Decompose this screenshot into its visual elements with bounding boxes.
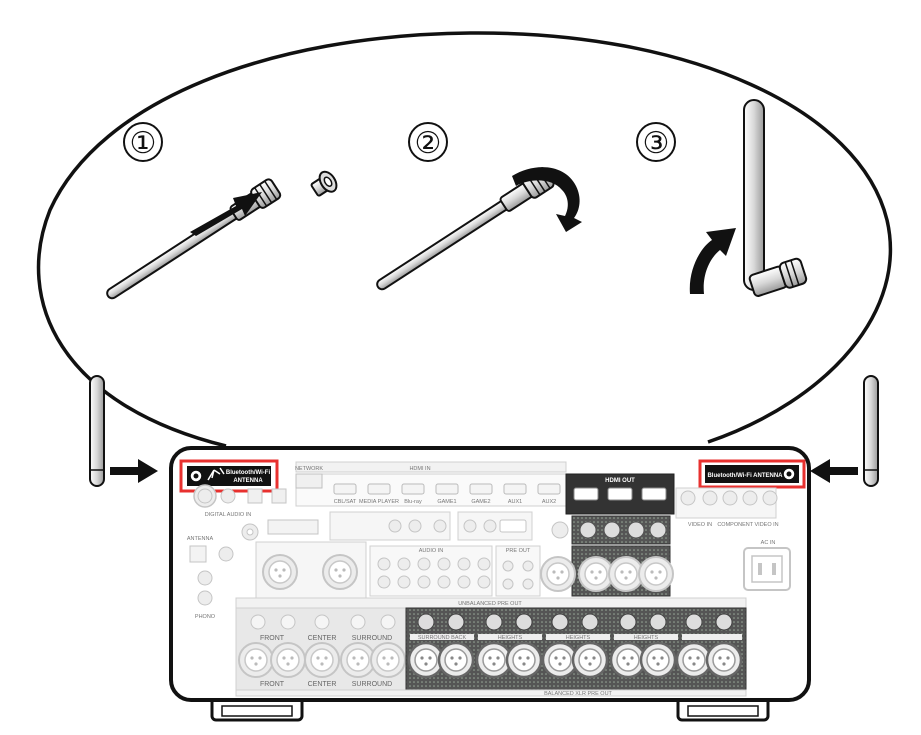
bottom-pre-out: UNBALANCED PRE OUT FRONT CENTER SURROUND… (235, 597, 747, 697)
center-label-bottom: CENTER (308, 681, 337, 688)
step-3: ③ (636, 122, 676, 162)
hdmi-input-label-1: CBL/SAT (334, 499, 357, 505)
video-inputs: VIDEO IN COMPONENT VIDEO IN (675, 487, 779, 528)
right-antenna (863, 375, 879, 487)
heights-label-1: HEIGHTS (498, 635, 523, 641)
bluetooth-wifi-icon (207, 467, 225, 481)
phono-label: PHONO (195, 614, 216, 620)
hdmi-input-label-4: GAME1 (437, 499, 456, 505)
heights-label-2: HEIGHTS (566, 635, 591, 641)
step-1: ① (123, 122, 163, 162)
receiver-back-panel: HDMI IN NETWORK CBL/SAT MEDIA PLAYER Blu… (169, 446, 811, 722)
rotate-arrow-icon (512, 167, 582, 232)
surround-label-top: SURROUND (352, 635, 392, 642)
step-3-antenna (743, 99, 808, 297)
insert-arrow-icon (190, 192, 262, 236)
video-in-label: VIDEO IN (688, 522, 712, 528)
balanced-pre-out-label: BALANCED XLR PRE OUT (544, 691, 612, 697)
step-1-antenna (106, 178, 282, 300)
heights-label-3: HEIGHTS (634, 635, 659, 641)
component-video-in-label: COMPONENT VIDEO IN (717, 522, 778, 528)
digital-audio-in-label: DIGITAL AUDIO IN (205, 512, 251, 518)
left-antenna-label-line2: ANTENNA (233, 478, 263, 484)
front-label-top: FRONT (260, 635, 285, 642)
right-attach-arrow-icon (810, 459, 858, 483)
audio-in-label: AUDIO IN (419, 548, 443, 554)
callout-bubble-outline (36, 31, 893, 448)
left-antenna (89, 375, 105, 487)
step-1-number: ① (130, 126, 157, 161)
ac-in-label: AC IN (761, 540, 776, 546)
hdmi-inputs: CBL/SAT MEDIA PLAYER Blu-ray GAME1 GAME2… (333, 483, 561, 505)
hdmi-input-label-2: MEDIA PLAYER (359, 499, 399, 505)
left-inputs: DIGITAL AUDIO IN ANTENNA PHONO (187, 484, 319, 620)
hdmi-input-label-7: AUX2 (542, 499, 556, 505)
unbalanced-pre-out-label: UNBALANCED PRE OUT (458, 601, 522, 607)
left-attach-arrow-icon (110, 459, 158, 483)
step-1-connector (310, 170, 338, 197)
hdmi-input-label-3: Blu-ray (404, 499, 422, 505)
ac-in: AC IN (743, 540, 791, 591)
right-antenna-terminal[interactable]: Bluetooth/Wi-Fi ANTENNA (698, 459, 806, 489)
hdmi-out-label: HDMI OUT (605, 478, 635, 484)
step-3-number: ③ (643, 126, 670, 161)
antenna-label: ANTENNA (187, 536, 214, 542)
pre-out-label: PRE OUT (506, 548, 531, 554)
surround-back-label: SURROUND BACK (418, 635, 467, 641)
network-label: NETWORK (295, 466, 323, 472)
hdmi-out-block: HDMI OUT (565, 473, 675, 515)
raise-arrow-icon (689, 228, 736, 294)
step-2: ② (408, 122, 448, 162)
hdmi-input-label-6: AUX1 (508, 499, 522, 505)
surround-label-bottom: SURROUND (352, 681, 392, 688)
hdmi-input-label-5: GAME2 (471, 499, 490, 505)
right-antenna-label: Bluetooth/Wi-Fi ANTENNA (707, 473, 783, 479)
center-label-top: CENTER (308, 635, 337, 642)
middle-connectors: AUDIO IN PRE OUT (255, 511, 541, 599)
front-label-bottom: FRONT (260, 681, 285, 688)
pre-out-dark-blocks (540, 515, 674, 597)
step-2-number: ② (415, 126, 442, 161)
hdmi-in-label: HDMI IN (409, 466, 430, 472)
left-antenna-terminal[interactable]: Bluetooth/Wi-Fi ANTENNA (179, 459, 279, 493)
left-antenna-label-line1: Bluetooth/Wi-Fi (226, 470, 271, 476)
